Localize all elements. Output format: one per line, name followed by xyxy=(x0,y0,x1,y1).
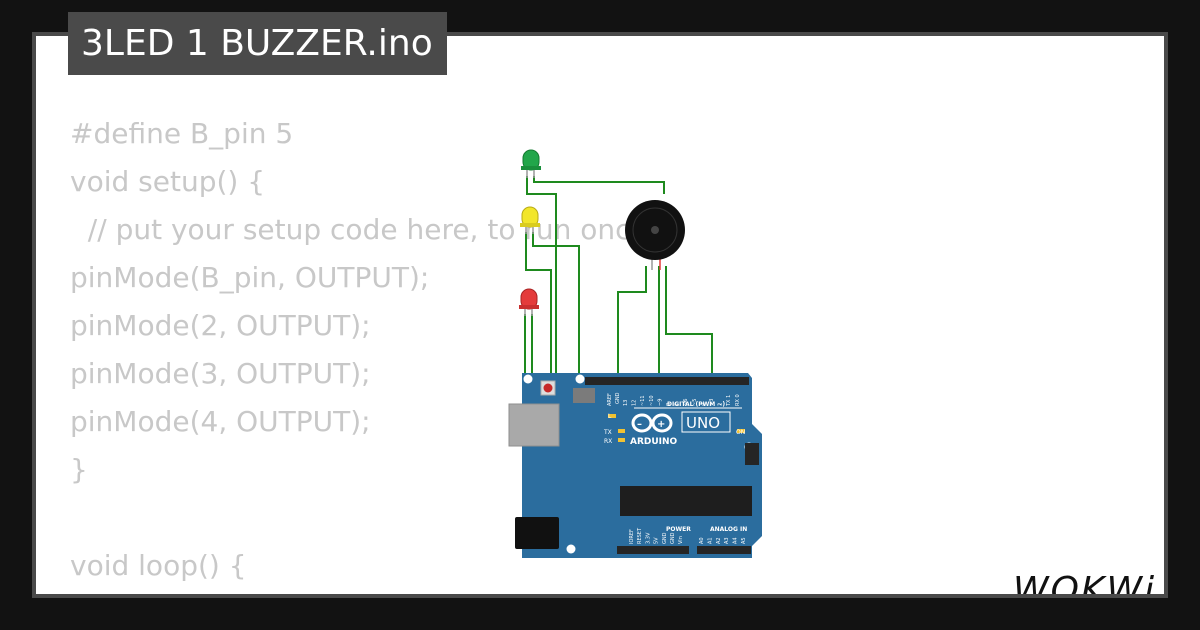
rx-led-label: RX xyxy=(604,438,612,445)
pin-label: 2 xyxy=(718,403,724,406)
pin-label: 5V xyxy=(654,537,660,544)
pin-label: IOREF xyxy=(629,529,635,544)
on-led-label: ON xyxy=(736,429,745,436)
project-card: #define B_pin 5 void setup() { // put you… xyxy=(32,32,1168,598)
wire-yellow-led-cathode xyxy=(525,232,552,382)
power-pins-label: POWER xyxy=(666,526,691,533)
buzzer[interactable] xyxy=(625,200,685,270)
wokwi-logo-text: WOKWi xyxy=(1013,570,1156,598)
pin-label: 8 xyxy=(666,403,672,406)
pin-label: RESET xyxy=(637,527,643,544)
pin-label: A1 xyxy=(707,537,713,544)
project-title[interactable]: 3LED 1 BUZZER.ino xyxy=(68,12,447,75)
wire-yellow-led-anode xyxy=(532,232,580,382)
code-line: // put your main code here, to run repea… xyxy=(70,590,723,594)
pin-label: ~11 xyxy=(640,395,646,406)
pin-label: ~10 xyxy=(649,395,655,406)
code-line: } xyxy=(70,453,88,486)
pin-label: RX 0 xyxy=(735,394,741,406)
code-line: pinMode(B_pin, OUTPUT); xyxy=(70,261,430,294)
code-line: pinMode(2, OUTPUT); xyxy=(70,309,371,342)
circuit-diagram: – + ARDUINO UNO DIGITAL (PWM ~) ON L TX … xyxy=(508,149,762,558)
wire-buzzer-negative xyxy=(665,266,713,382)
pin-label: 4 xyxy=(700,403,706,406)
pin-label: ~5 xyxy=(692,399,698,406)
pin-label: 13 xyxy=(623,400,629,406)
led-green[interactable] xyxy=(521,149,541,178)
code-preview: #define B_pin 5 void setup() { // put you… xyxy=(70,110,723,594)
led-red[interactable] xyxy=(519,288,539,316)
power-jack xyxy=(515,517,559,549)
board-brand: ARDUINO xyxy=(630,437,678,447)
aref-label: AREF xyxy=(607,393,613,406)
microcontroller-chip xyxy=(620,486,752,516)
pin-label: GND xyxy=(662,532,668,544)
pin-label: ~3 xyxy=(709,399,715,406)
pin-label: ~9 xyxy=(657,399,663,406)
pin-label: A4 xyxy=(733,537,739,544)
pin-label: A3 xyxy=(724,537,730,544)
digital-header xyxy=(585,377,749,385)
pin-label: 12 xyxy=(632,400,638,406)
digital-pins-label: DIGITAL (PWM ~) xyxy=(667,401,725,408)
gnd-label: GND xyxy=(615,392,621,404)
board-model: UNO xyxy=(686,414,720,432)
analog-header xyxy=(697,546,751,554)
wire-green-led-cathode xyxy=(526,176,557,382)
code-line: void loop() { xyxy=(70,549,247,582)
pin-label: ~6 xyxy=(683,399,689,406)
led-yellow[interactable] xyxy=(520,206,540,234)
code-line: pinMode(4, OUTPUT); xyxy=(70,405,371,438)
pin-label: Vin xyxy=(678,536,684,544)
svg-text:–: – xyxy=(637,419,642,430)
svg-text:+: + xyxy=(657,419,665,430)
code-line: pinMode(3, OUTPUT); xyxy=(70,357,371,390)
arduino-infinity-logo xyxy=(631,413,673,433)
wires xyxy=(524,176,713,382)
wire-gnd-bus xyxy=(617,266,647,382)
arduino-board[interactable]: – + ARDUINO UNO DIGITAL (PWM ~) ON L TX … xyxy=(508,373,762,558)
pin-label: 3.3V xyxy=(645,532,651,544)
power-header xyxy=(617,546,689,554)
pin-label: A0 xyxy=(699,537,705,544)
wokwi-logo: WOKWi xyxy=(1013,570,1156,598)
tx-led-label: TX xyxy=(603,429,612,436)
analog-pins-label: ANALOG IN xyxy=(710,526,747,533)
code-line: #define B_pin 5 xyxy=(70,117,294,150)
l-led-label: L xyxy=(608,413,612,420)
pin-label: A2 xyxy=(716,537,722,544)
pin-label: TX 1 xyxy=(726,395,732,407)
code-line: void setup() { xyxy=(70,165,266,198)
pin-label: GND xyxy=(670,532,676,544)
wire-green-led-anode xyxy=(533,176,665,194)
pin-label: A5 xyxy=(741,537,747,544)
usb-port xyxy=(508,403,560,447)
pin-label: 7 xyxy=(675,403,681,406)
